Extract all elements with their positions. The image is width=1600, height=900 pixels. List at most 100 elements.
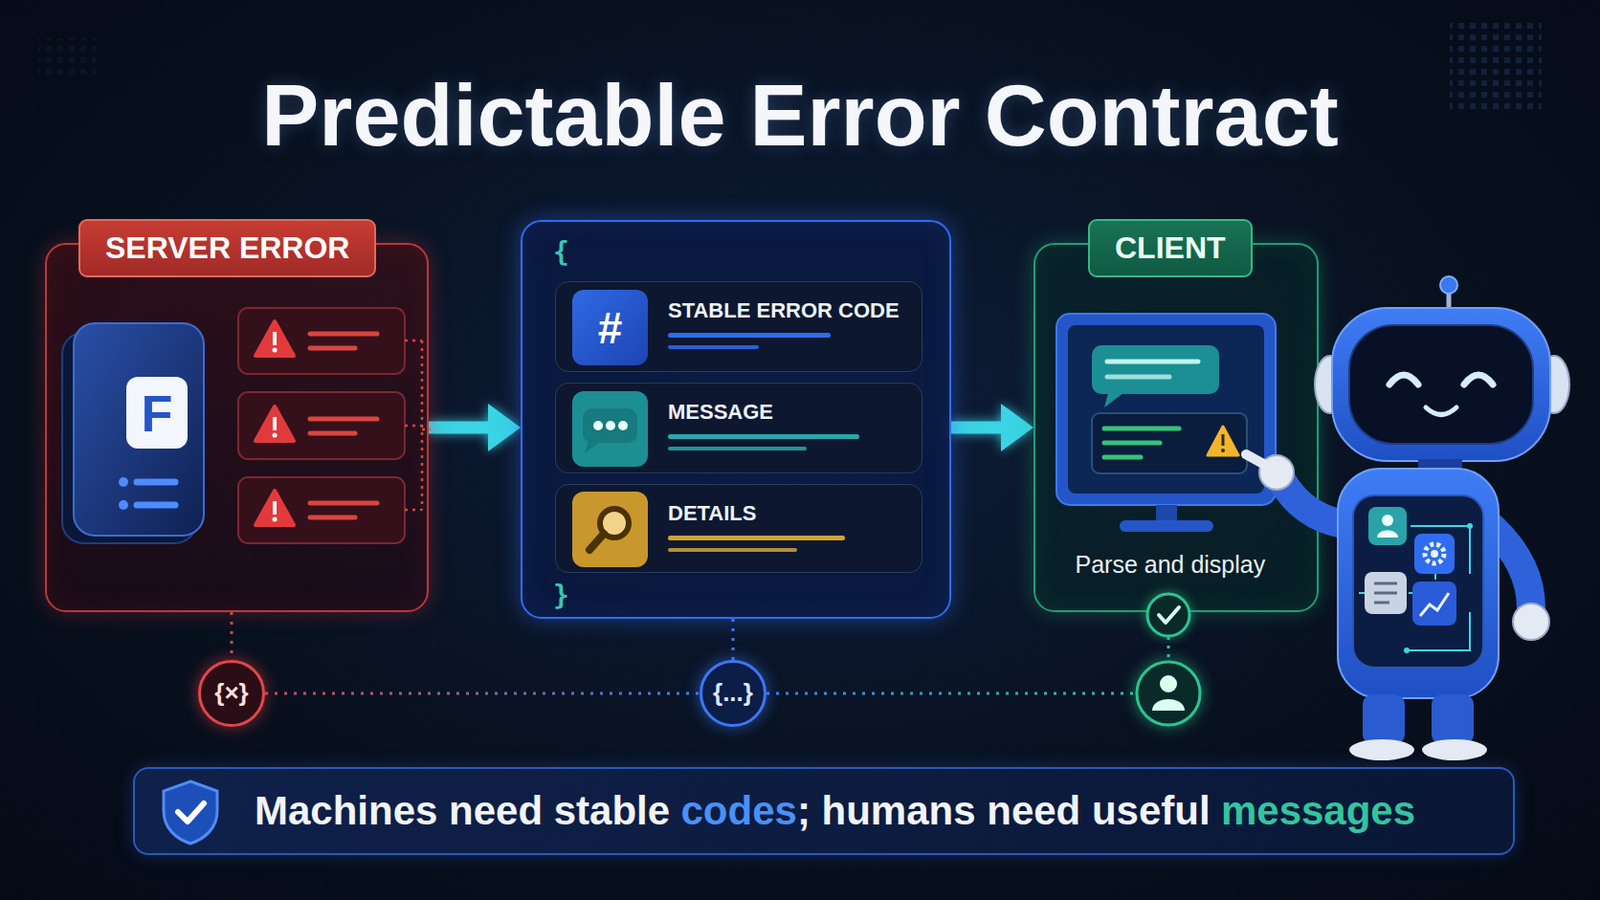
- field-bars-part: [667, 333, 831, 338]
- circle-symbol: {×}: [214, 679, 248, 709]
- robot-figure-part: [1412, 581, 1457, 626]
- server-illustration-part: [126, 377, 188, 449]
- server-illustration-part: [136, 502, 176, 510]
- monitor-illustration-part: [1222, 434, 1225, 446]
- server-illustration-part: [310, 417, 378, 423]
- monitor-illustration-part: [1107, 375, 1170, 380]
- robot-figure-part: [1418, 459, 1463, 473]
- message-icon-part: [618, 421, 628, 431]
- monitor-illustration-part: [1155, 505, 1178, 523]
- details-icon-part: [667, 535, 845, 541]
- server-illustration-part: [238, 308, 405, 375]
- user-circle-part: [1159, 675, 1178, 693]
- user-circle-part: [1136, 662, 1200, 726]
- server-illustration: [46, 244, 431, 615]
- server-illustration-part: [272, 348, 278, 354]
- field-bars-part: [667, 345, 759, 350]
- message-icon-part: [593, 421, 603, 431]
- monitor-illustration-part: [1107, 359, 1199, 365]
- robot-figure-part: [1446, 292, 1452, 311]
- robot-figure-part: [1430, 550, 1439, 558]
- robot-figure-part: [1424, 544, 1445, 564]
- server-illustration-part: [118, 500, 129, 511]
- robot-figure-part: [1337, 468, 1499, 699]
- server-illustration-part: [404, 340, 431, 511]
- shield-icon-part: [163, 781, 218, 845]
- field-name: STABLE ERROR CODE: [667, 298, 900, 323]
- monitor-illustration-part: [1119, 520, 1214, 533]
- robot-figure-part: [1362, 694, 1405, 745]
- field-name: DETAILS: [667, 501, 756, 526]
- flow-arrow-line: [951, 422, 1010, 435]
- message-icon-part: [584, 441, 600, 454]
- robot-figure-part: [1512, 603, 1550, 641]
- monitor-illustration-part: [1056, 313, 1276, 506]
- robot-figure-part: [1349, 325, 1534, 445]
- server-illustration-part: [310, 501, 378, 507]
- robot-figure-part: [1374, 592, 1398, 596]
- message-icon: [555, 383, 924, 475]
- robot-figure-part: [1381, 514, 1394, 527]
- server-illustration-part: [238, 392, 405, 460]
- server-illustration-part: [272, 332, 277, 346]
- robot-figure-part: [1358, 526, 1470, 651]
- dotted-link: [733, 619, 734, 661]
- server-illustration-part: [255, 406, 294, 442]
- server-illustration-part: [272, 501, 277, 515]
- server-illustration-part: [255, 321, 294, 356]
- server-illustration-part: [310, 332, 378, 337]
- arrow-head: [488, 403, 521, 452]
- user-circle: [1136, 662, 1200, 726]
- field-row: DETAILS: [555, 484, 923, 574]
- message-icon-part: [667, 446, 807, 451]
- flow-arrow: [428, 403, 521, 452]
- robot-figure-part: [1377, 531, 1399, 539]
- dotted-link-line: [230, 612, 234, 661]
- robot-figure-part: [1538, 355, 1570, 414]
- robot-figure-part: [1492, 528, 1532, 609]
- server-illustration-part: [238, 308, 405, 375]
- details-icon-part: [589, 533, 604, 551]
- monitor-illustration-part: [1104, 441, 1160, 446]
- server-illustration-part: [238, 477, 405, 544]
- server-illustration-part: [255, 490, 294, 526]
- monitor-illustration-part: [1091, 345, 1220, 395]
- robot-figure-part: [1349, 739, 1415, 761]
- dotted-line: [766, 692, 1137, 696]
- server-illustration-part: [238, 477, 405, 544]
- banner-keyword: messages: [1221, 788, 1416, 835]
- robot-figure-part: [1374, 601, 1390, 605]
- takeaway-banner: Machines need stablecodes; humans need u…: [133, 767, 1515, 856]
- server-illustration-part: [272, 517, 278, 523]
- field-row: # STABLE ERROR CODE: [555, 281, 923, 373]
- robot-figure-part: [1414, 533, 1455, 575]
- message-icon-part: [572, 391, 648, 467]
- details-icon-part: [572, 491, 648, 568]
- field-row: MESSAGE: [555, 382, 923, 474]
- json-circle: {...}: [699, 660, 767, 728]
- robot-figure-part: [1403, 647, 1410, 654]
- robot-figure-part: [1314, 355, 1346, 414]
- server-illustration-part: [73, 323, 204, 536]
- dotted-link-line: [732, 619, 735, 661]
- brace-open: {: [553, 239, 570, 267]
- arrow-head: [1000, 403, 1034, 452]
- details-icon-part: [667, 548, 798, 553]
- robot-figure-part: [1420, 593, 1449, 617]
- field-icon: #: [572, 289, 648, 366]
- flow-arrow: [951, 403, 1034, 452]
- shield-icon: [159, 778, 222, 846]
- robot-figure-part: [1353, 495, 1484, 668]
- message-icon-part: [605, 421, 616, 431]
- diagram-title: Predictable Error Contract: [0, 72, 1600, 159]
- message-icon-part: [582, 408, 638, 444]
- server-illustration-part: [310, 346, 356, 352]
- client-caption: Parse and display: [1075, 551, 1267, 579]
- robot-figure-part: [1440, 276, 1458, 294]
- banner-keyword: codes: [680, 788, 797, 835]
- error-circle: {×}: [198, 660, 266, 728]
- panel-tag: CLIENT: [1088, 219, 1253, 278]
- monitor-illustration-part: [1067, 325, 1265, 494]
- robot-figure-part: [1425, 407, 1457, 416]
